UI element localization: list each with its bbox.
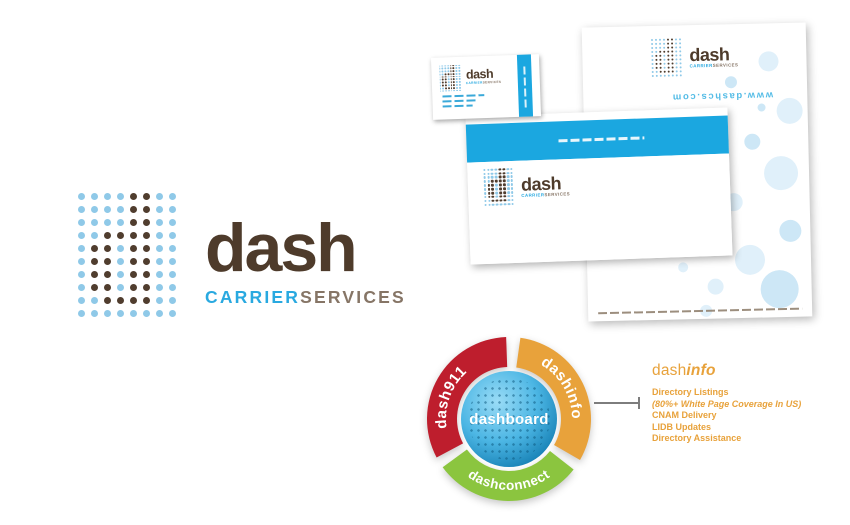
letterhead-logo: dash CARRIERSERVICES [650, 35, 779, 78]
tagline-services: SERVICES [544, 191, 571, 198]
dash-dot-matrix-mark [438, 64, 462, 93]
logo-tagline: CARRIERSERVICES [521, 191, 571, 199]
dashinfo-panel: dashinfo Directory Listings (80%+ White … [652, 362, 842, 445]
dash-dot-matrix-mark [650, 37, 683, 78]
wheel-segment-dash911 [427, 337, 508, 458]
contact-line [442, 94, 485, 98]
feature-item: (80%+ White Page Coverage In US) [652, 398, 802, 409]
business-card-logo: dash CARRIERSERVICES [438, 61, 555, 93]
tagline-carrier: CARRIER [466, 80, 484, 86]
logo-wordmark: dash [520, 173, 562, 195]
tagline-carrier: CARRIER [689, 63, 713, 69]
envelope-return-address [558, 136, 645, 143]
logo-tagline: CARRIERSERVICES [205, 287, 406, 308]
logo-wordmark: dash [205, 210, 358, 286]
envelope-mockup: dash CARRIERSERVICES [465, 107, 733, 265]
envelope-logo: dash CARRIERSERVICES [482, 164, 610, 207]
dash-dot-matrix-mark [75, 190, 179, 320]
dashboard-label: dashboard [469, 410, 549, 428]
business-card-band-text [522, 63, 527, 108]
tagline-services: SERVICES [300, 286, 406, 307]
dashinfo-title-info: info [686, 362, 716, 379]
logo-wordmark: dash [465, 66, 494, 82]
tagline-services: SERVICES [712, 62, 739, 69]
callout-connector-line [594, 397, 640, 409]
envelope-logo-text: dash CARRIERSERVICES [520, 164, 610, 206]
dashinfo-title-dash: dash [652, 362, 687, 379]
wheel-segment-dashconnect [442, 449, 574, 502]
logo-tagline: CARRIERSERVICES [690, 63, 739, 69]
polka-dot [724, 76, 738, 89]
logo-wordmark: dash [689, 44, 730, 66]
website-url-text: www.dashcs.com [671, 89, 774, 103]
envelope-front: dash CARRIERSERVICES [467, 153, 733, 265]
polka-dot [678, 262, 689, 273]
business-card-logo-text: dash CARRIERSERVICES [466, 61, 556, 92]
dashinfo-feature-list: Directory Listings (80%+ White Page Cove… [652, 387, 842, 445]
feature-item: Directory Listings [652, 387, 729, 397]
polka-dot [707, 278, 724, 295]
logo-text-block: dash CARRIERSERVICES [205, 190, 406, 320]
polka-dot [760, 269, 800, 309]
business-card-mockup: dash CARRIERSERVICES [430, 54, 542, 120]
tagline-services: SERVICES [482, 80, 502, 85]
polka-dot [776, 97, 803, 125]
dashboard-sphere: dashboard [461, 371, 557, 467]
business-card-contact-lines [442, 94, 485, 110]
business-card-blue-band [516, 54, 534, 117]
contact-line [442, 104, 473, 108]
feature-item: CNAM Delivery [652, 410, 717, 420]
feature-item: LIDB Updates [652, 421, 712, 432]
dash-dot-matrix-mark [482, 167, 515, 207]
polka-dot [763, 155, 799, 191]
polka-dot [779, 219, 802, 243]
tagline-carrier: CARRIER [521, 192, 545, 199]
feature-item: Directory Assistance [652, 433, 742, 443]
contact-line [442, 99, 479, 103]
wheel-segment-dashinfo [516, 337, 591, 460]
polka-dot [744, 133, 761, 150]
polka-dot [734, 244, 766, 276]
logo-tagline: CARRIERSERVICES [466, 80, 502, 86]
dashinfo-title: dashinfo [652, 362, 842, 380]
dash-logo: dash CARRIERSERVICES [75, 190, 406, 320]
letterhead-logo-text: dash CARRIERSERVICES [689, 35, 779, 77]
polka-dot [757, 103, 766, 112]
tagline-carrier: CARRIER [205, 286, 301, 307]
